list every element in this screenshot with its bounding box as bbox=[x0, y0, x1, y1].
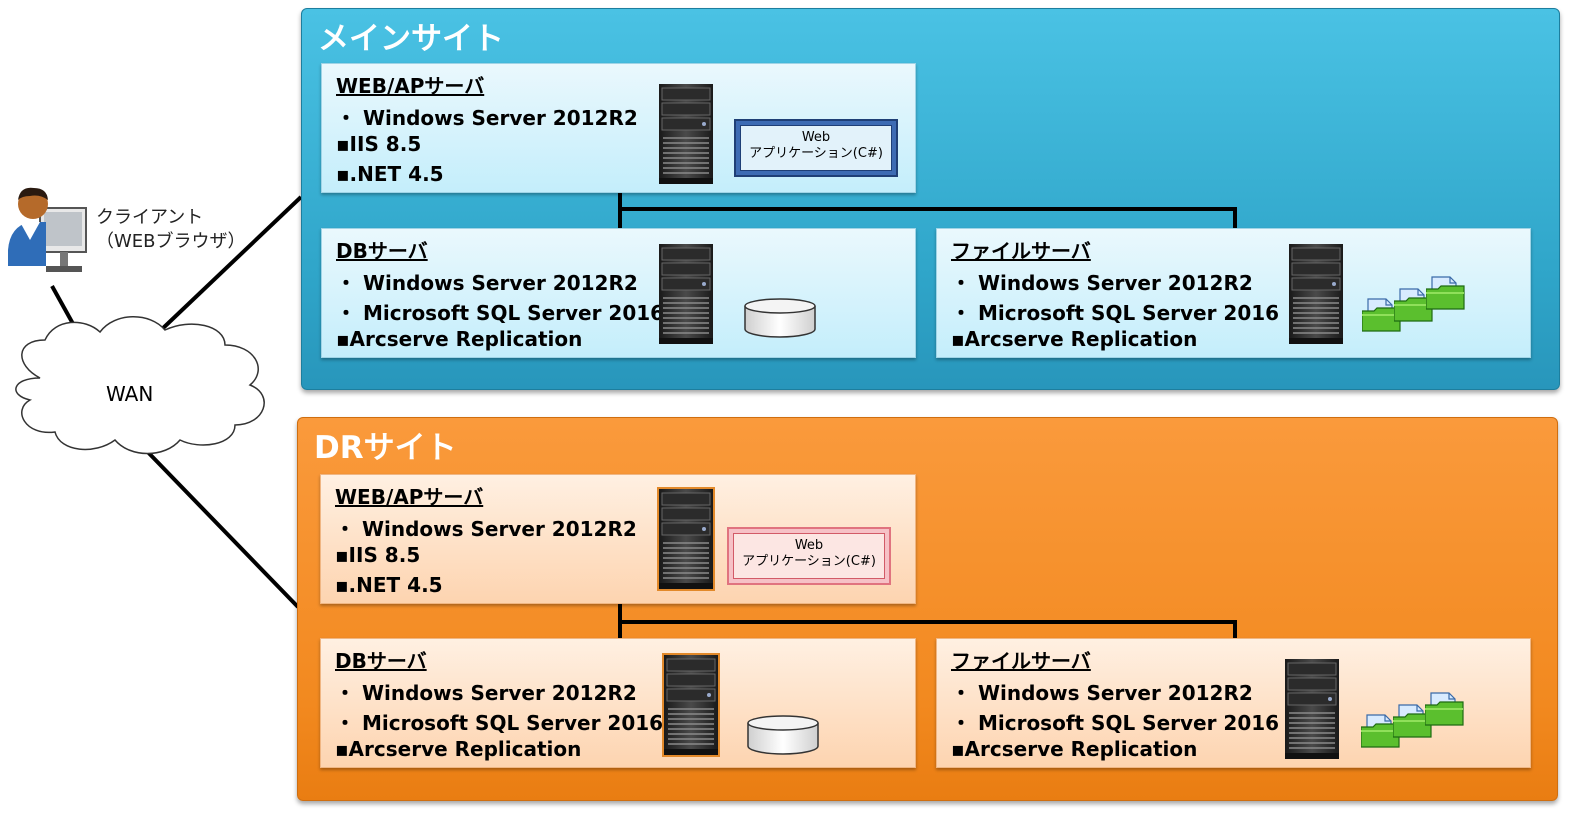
web-application-box: Web アプリケーション(C#) bbox=[727, 527, 891, 585]
server-tower-icon bbox=[659, 84, 713, 184]
os-line: ・ Windows Server 2012R2 bbox=[951, 681, 1253, 705]
os-line: ・ Windows Server 2012R2 bbox=[951, 271, 1253, 295]
file-server-title: ファイルサーバ bbox=[951, 649, 1091, 673]
arcserve-line: ▪Arcserve Replication bbox=[951, 327, 1198, 351]
main-site: メインサイト WEB/APサーバ ・ Windows Server 2012R2… bbox=[301, 8, 1560, 390]
arcserve-line: ▪Arcserve Replication bbox=[336, 327, 583, 351]
web-application-label-line1: Web bbox=[801, 130, 831, 145]
arcserve-line: ▪Arcserve Replication bbox=[335, 737, 582, 761]
dr-db-server-panel: DBサーバ ・ Windows Server 2012R2 ・ Microsof… bbox=[320, 638, 916, 768]
os-line: ・ Windows Server 2012R2 bbox=[336, 106, 638, 130]
wan-to-main-line bbox=[138, 195, 303, 352]
file-server-title: ファイルサーバ bbox=[951, 239, 1091, 263]
db-server-title: DBサーバ bbox=[335, 649, 427, 673]
database-icon bbox=[744, 298, 816, 338]
iis-line: ▪IIS 8.5 bbox=[335, 543, 421, 567]
dr-file-server-panel: ファイルサーバ ・ Windows Server 2012R2 ・ Micros… bbox=[936, 638, 1531, 768]
web-application-label-line2: アプリケーション(C#) bbox=[749, 146, 883, 161]
server-tower-icon bbox=[662, 653, 720, 757]
database-icon bbox=[747, 715, 819, 755]
main-file-server-panel: ファイルサーバ ・ Windows Server 2012R2 ・ Micros… bbox=[936, 228, 1531, 358]
web-application-label-line2: アプリケーション(C#) bbox=[742, 554, 876, 569]
server-tower-icon bbox=[1285, 659, 1339, 759]
iis-line: ▪IIS 8.5 bbox=[336, 132, 422, 156]
web-ap-server-title: WEB/APサーバ bbox=[336, 74, 485, 98]
main-db-server-panel: DBサーバ ・ Windows Server 2012R2 ・ Microsof… bbox=[321, 228, 916, 358]
sql-server-line: ・ Microsoft SQL Server 2016 bbox=[335, 711, 664, 735]
wan-label: WAN bbox=[106, 382, 154, 406]
os-line: ・ Windows Server 2012R2 bbox=[335, 681, 637, 705]
server-tower-icon bbox=[1289, 244, 1343, 344]
client-pc-icon bbox=[8, 187, 87, 272]
main-site-connector bbox=[618, 192, 1237, 229]
sql-server-line: ・ Microsoft SQL Server 2016 bbox=[951, 711, 1280, 735]
sql-server-line: ・ Microsoft SQL Server 2016 bbox=[951, 301, 1280, 325]
main-web-ap-server-panel: WEB/APサーバ ・ Windows Server 2012R2 ▪IIS 8… bbox=[321, 63, 916, 193]
shared-folders-icon bbox=[1361, 683, 1471, 757]
os-line: ・ Windows Server 2012R2 bbox=[335, 517, 637, 541]
dr-web-ap-server-panel: WEB/APサーバ ・ Windows Server 2012R2 ▪IIS 8… bbox=[320, 474, 916, 604]
dr-site-connector bbox=[618, 604, 1237, 638]
web-application-box: Web アプリケーション(C#) bbox=[734, 119, 898, 177]
db-server-title: DBサーバ bbox=[336, 239, 428, 263]
arcserve-line: ▪Arcserve Replication bbox=[951, 737, 1198, 761]
sql-server-line: ・ Microsoft SQL Server 2016 bbox=[336, 301, 665, 325]
wan-cloud bbox=[15, 316, 265, 455]
shared-folders-icon bbox=[1362, 267, 1472, 341]
dotnet-line: ▪.NET 4.5 bbox=[335, 573, 443, 597]
client-label-line1: クライアント bbox=[96, 207, 204, 228]
server-tower-icon bbox=[657, 487, 715, 591]
wan-to-dr-line bbox=[138, 442, 300, 609]
main-site-title: メインサイト bbox=[318, 21, 504, 57]
client-label: クライアント （WEBブラウザ） bbox=[96, 206, 246, 254]
client-label-line2: （WEBブラウザ） bbox=[96, 231, 246, 252]
os-line: ・ Windows Server 2012R2 bbox=[336, 271, 638, 295]
server-tower-icon bbox=[659, 244, 713, 344]
web-ap-server-title: WEB/APサーバ bbox=[335, 485, 484, 509]
web-application-label-line1: Web bbox=[794, 538, 824, 553]
dotnet-line: ▪.NET 4.5 bbox=[336, 162, 444, 186]
dr-site: DRサイト WEB/APサーバ ・ Windows Server 2012R2 … bbox=[297, 417, 1558, 801]
dr-site-title: DRサイト bbox=[314, 430, 457, 466]
